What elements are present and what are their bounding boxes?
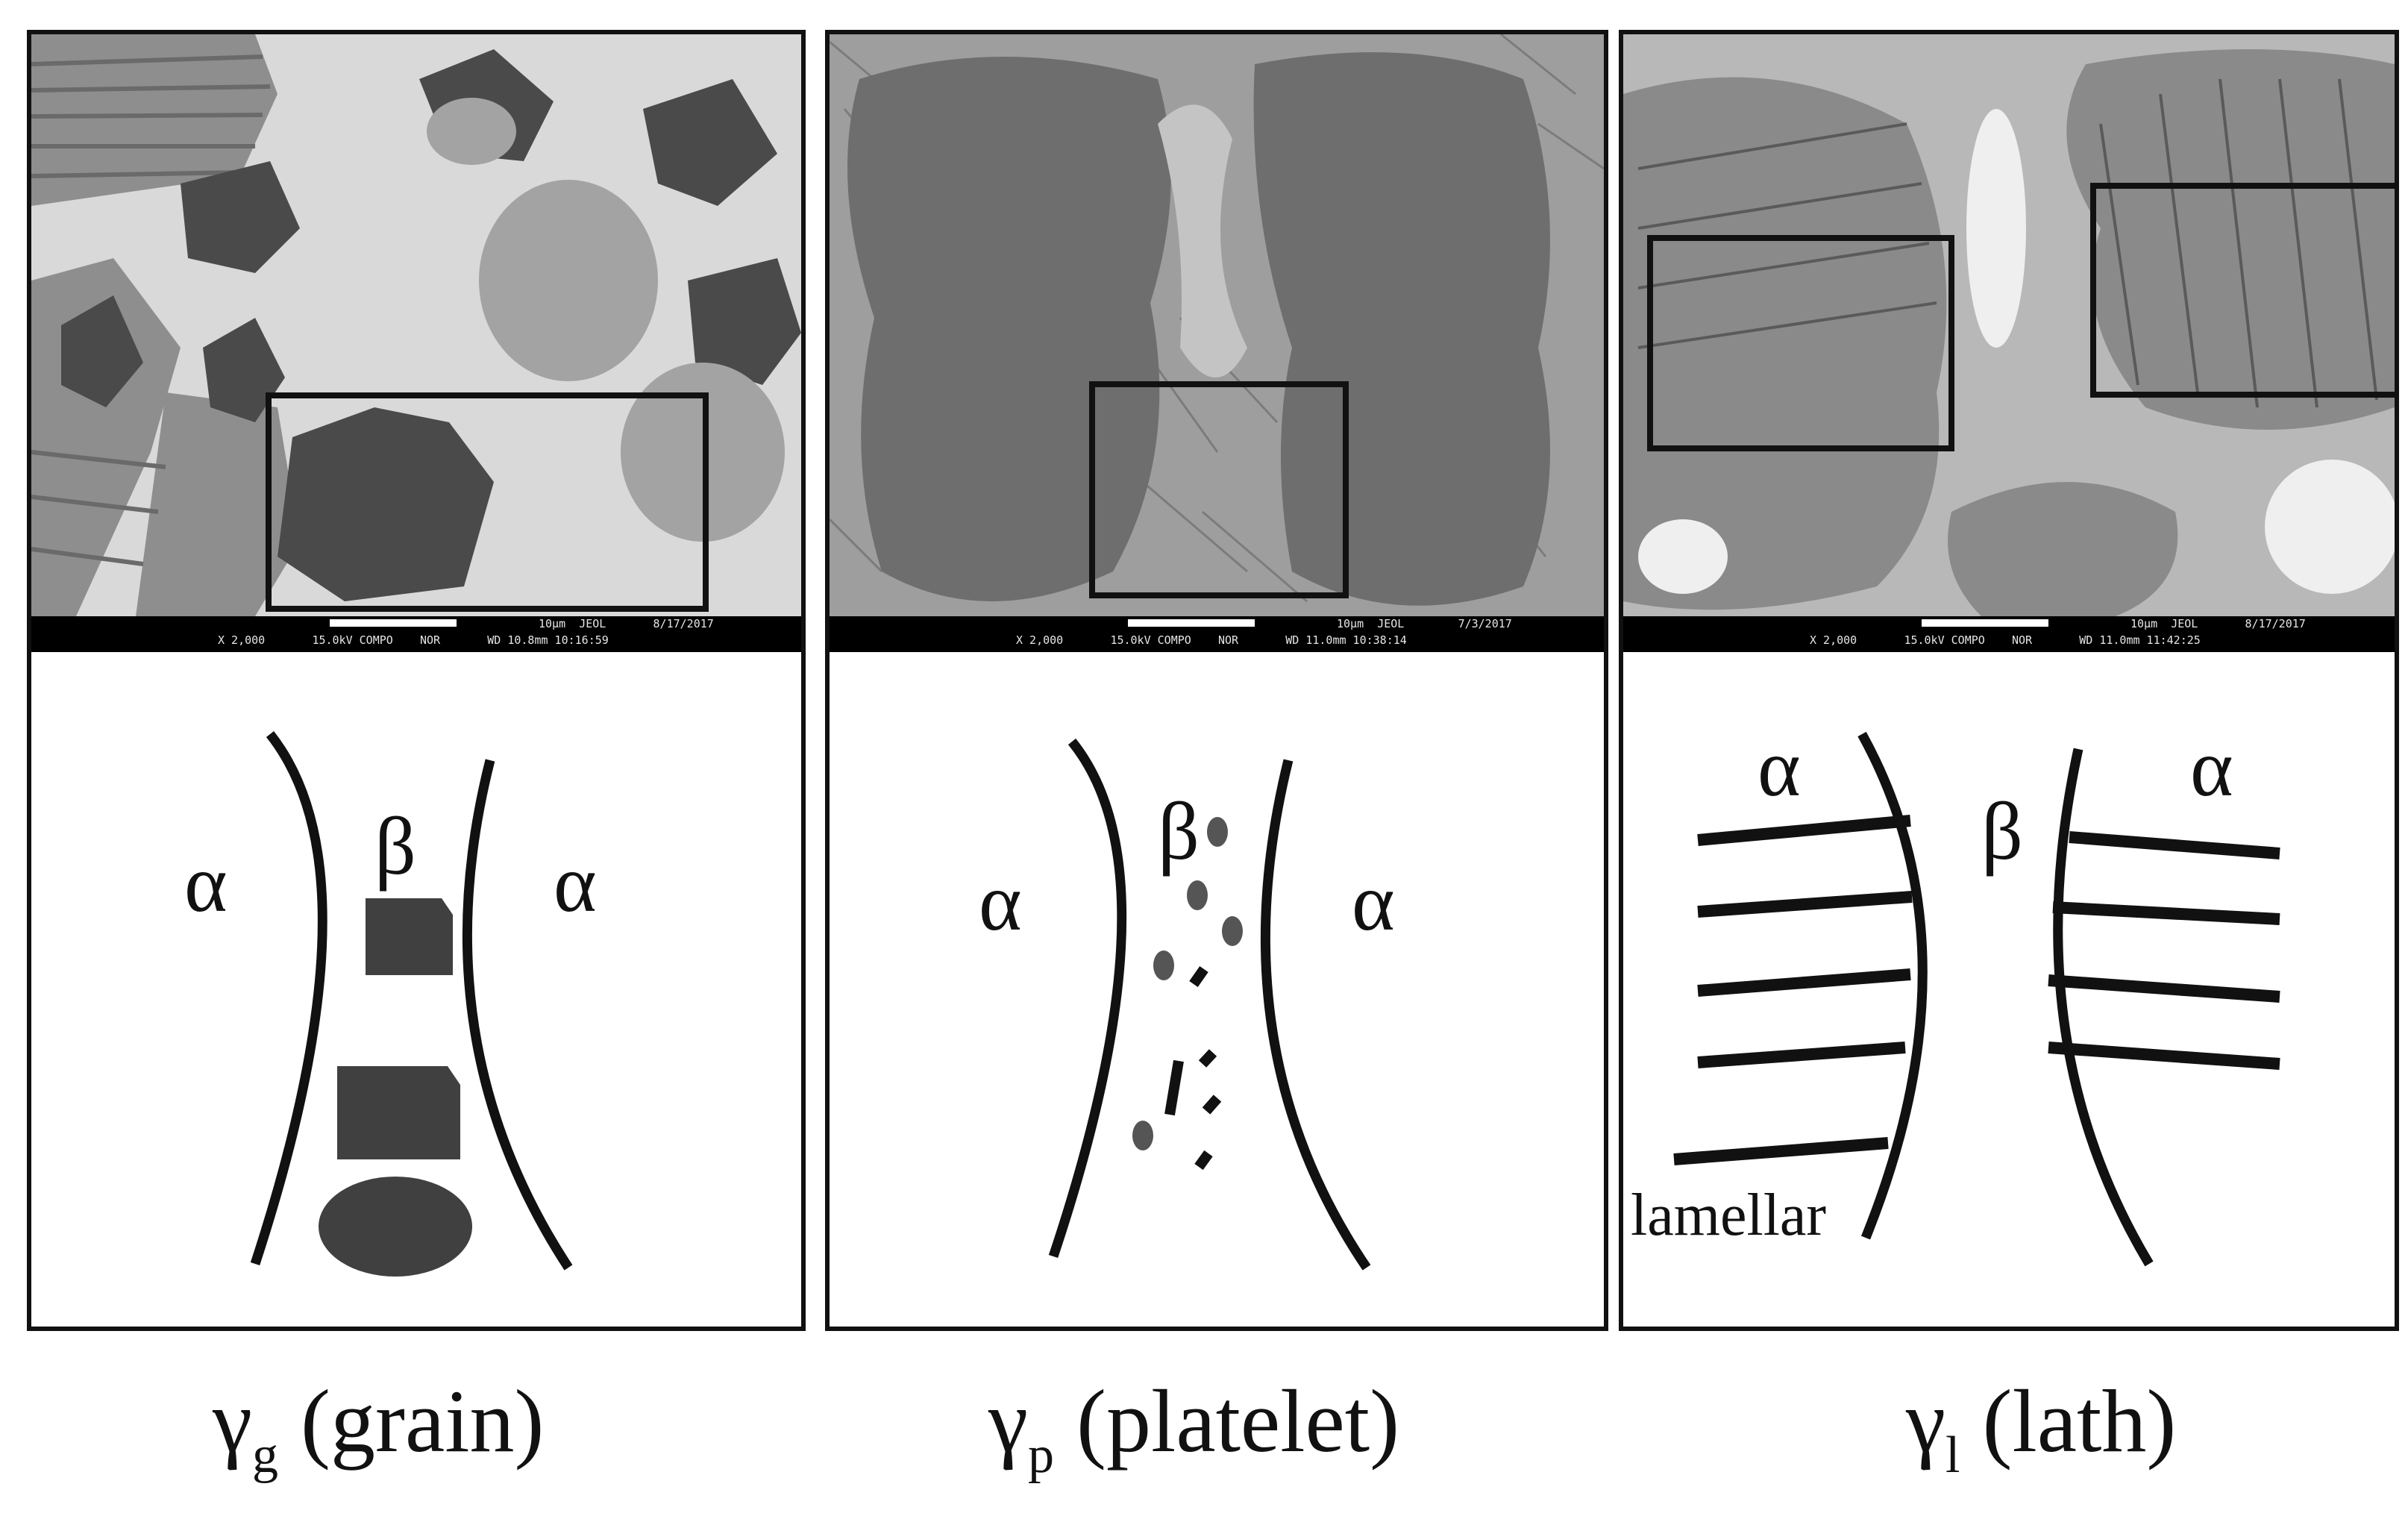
caption-lath: γl (lath) <box>1906 1377 2176 1482</box>
label-beta: β <box>1981 786 2023 877</box>
wd-time-label: WD 11.0mm 10:38:14 <box>1285 633 1407 647</box>
date-label: 8/17/2017 <box>653 617 714 630</box>
boundary-left <box>1857 731 1928 1240</box>
caption-subscript: p <box>1028 1427 1055 1484</box>
lath-lines-right <box>2048 831 2280 1070</box>
scale-bar <box>1922 619 2048 627</box>
boundary-left <box>1048 738 1127 1259</box>
scale-label: 10μm <box>1337 617 1364 630</box>
panel-grain: 10μm JEOL 8/17/2017 X 2,000 15.0kV COMPO… <box>27 30 806 1331</box>
mode-label: NOR <box>1217 633 1239 647</box>
label-alpha-right: α <box>2190 722 2233 813</box>
caption-subscript: g <box>252 1427 279 1484</box>
caption-text: (grain) <box>278 1371 545 1471</box>
sem-image-lath <box>1623 34 2395 616</box>
label-alpha-left: α <box>184 838 228 929</box>
scale-bar <box>330 619 457 627</box>
schematic-lath: α β α lamellar <box>1623 652 2395 1327</box>
gamma-grain-ellipse <box>319 1177 472 1277</box>
sem-info-bar: 10μm JEOL 7/3/2017 X 2,000 15.0kV COMPO … <box>830 616 1604 652</box>
magnification-label: X 2,000 <box>1016 633 1064 647</box>
sem-info-bar: 10μm JEOL 8/17/2017 X 2,000 15.0kV COMPO… <box>1623 616 2395 652</box>
caption-symbol: γ <box>988 1371 1029 1471</box>
label-alpha-right: α <box>554 838 597 929</box>
label-alpha-left: α <box>979 856 1022 948</box>
lath-lines-left <box>1673 815 1913 1165</box>
boundary-right <box>1260 759 1371 1271</box>
sem-info-bar: 10μm JEOL 8/17/2017 X 2,000 15.0kV COMPO… <box>31 616 801 652</box>
brand-label: JEOL <box>1377 617 1405 630</box>
sem-image-platelet <box>830 34 1604 616</box>
label-alpha-right: α <box>1352 856 1395 948</box>
wd-time-label: WD 10.8mm 10:16:59 <box>487 633 609 647</box>
caption-text: (platelet) <box>1054 1371 1400 1471</box>
voltage-label: 15.0kV COMPO <box>312 633 393 647</box>
boundary-right <box>462 759 573 1271</box>
caption-platelet: γp (platelet) <box>988 1377 1399 1482</box>
voltage-label: 15.0kV COMPO <box>1904 633 1985 647</box>
date-label: 7/3/2017 <box>1458 617 1512 630</box>
panel-lath: 10μm JEOL 8/17/2017 X 2,000 15.0kV COMPO… <box>1619 30 2399 1331</box>
caption-subscript: l <box>1945 1427 1960 1484</box>
scale-label: 10μm <box>539 617 566 630</box>
date-label: 8/17/2017 <box>2245 617 2306 630</box>
gamma-platelet-dashes <box>1164 965 1222 1171</box>
caption-grain: γg (grain) <box>213 1377 545 1482</box>
schematic-platelet: α β α <box>830 652 1604 1327</box>
gamma-grain-large <box>337 1066 460 1159</box>
boundary-left <box>250 730 327 1266</box>
brand-label: JEOL <box>2171 617 2198 630</box>
brand-label: JEOL <box>579 617 606 630</box>
caption-symbol: γ <box>1906 1371 1946 1471</box>
magnification-label: X 2,000 <box>218 633 266 647</box>
wd-time-label: WD 11.0mm 11:42:25 <box>2079 633 2201 647</box>
mode-label: NOR <box>2011 633 2033 647</box>
voltage-label: 15.0kV COMPO <box>1110 633 1191 647</box>
caption-symbol: γ <box>213 1371 253 1471</box>
scale-label: 10μm <box>2130 617 2158 630</box>
caption-text: (lath) <box>1960 1371 2177 1471</box>
schematic-grain: α β α <box>31 652 801 1327</box>
magnification-label: X 2,000 <box>1810 633 1857 647</box>
mode-label: NOR <box>419 633 441 647</box>
gamma-grain-small <box>366 898 453 975</box>
label-beta: β <box>374 801 416 892</box>
label-lamellar: lamellar <box>1631 1183 1827 1248</box>
boundary-right <box>2053 748 2154 1267</box>
panel-platelet: 10μm JEOL 7/3/2017 X 2,000 15.0kV COMPO … <box>825 30 1608 1331</box>
sem-image-grain <box>31 34 801 616</box>
scale-bar <box>1128 619 1255 627</box>
label-beta: β <box>1158 786 1200 877</box>
label-alpha-left: α <box>1758 722 1801 813</box>
gamma-platelet-particles <box>1132 817 1243 1150</box>
